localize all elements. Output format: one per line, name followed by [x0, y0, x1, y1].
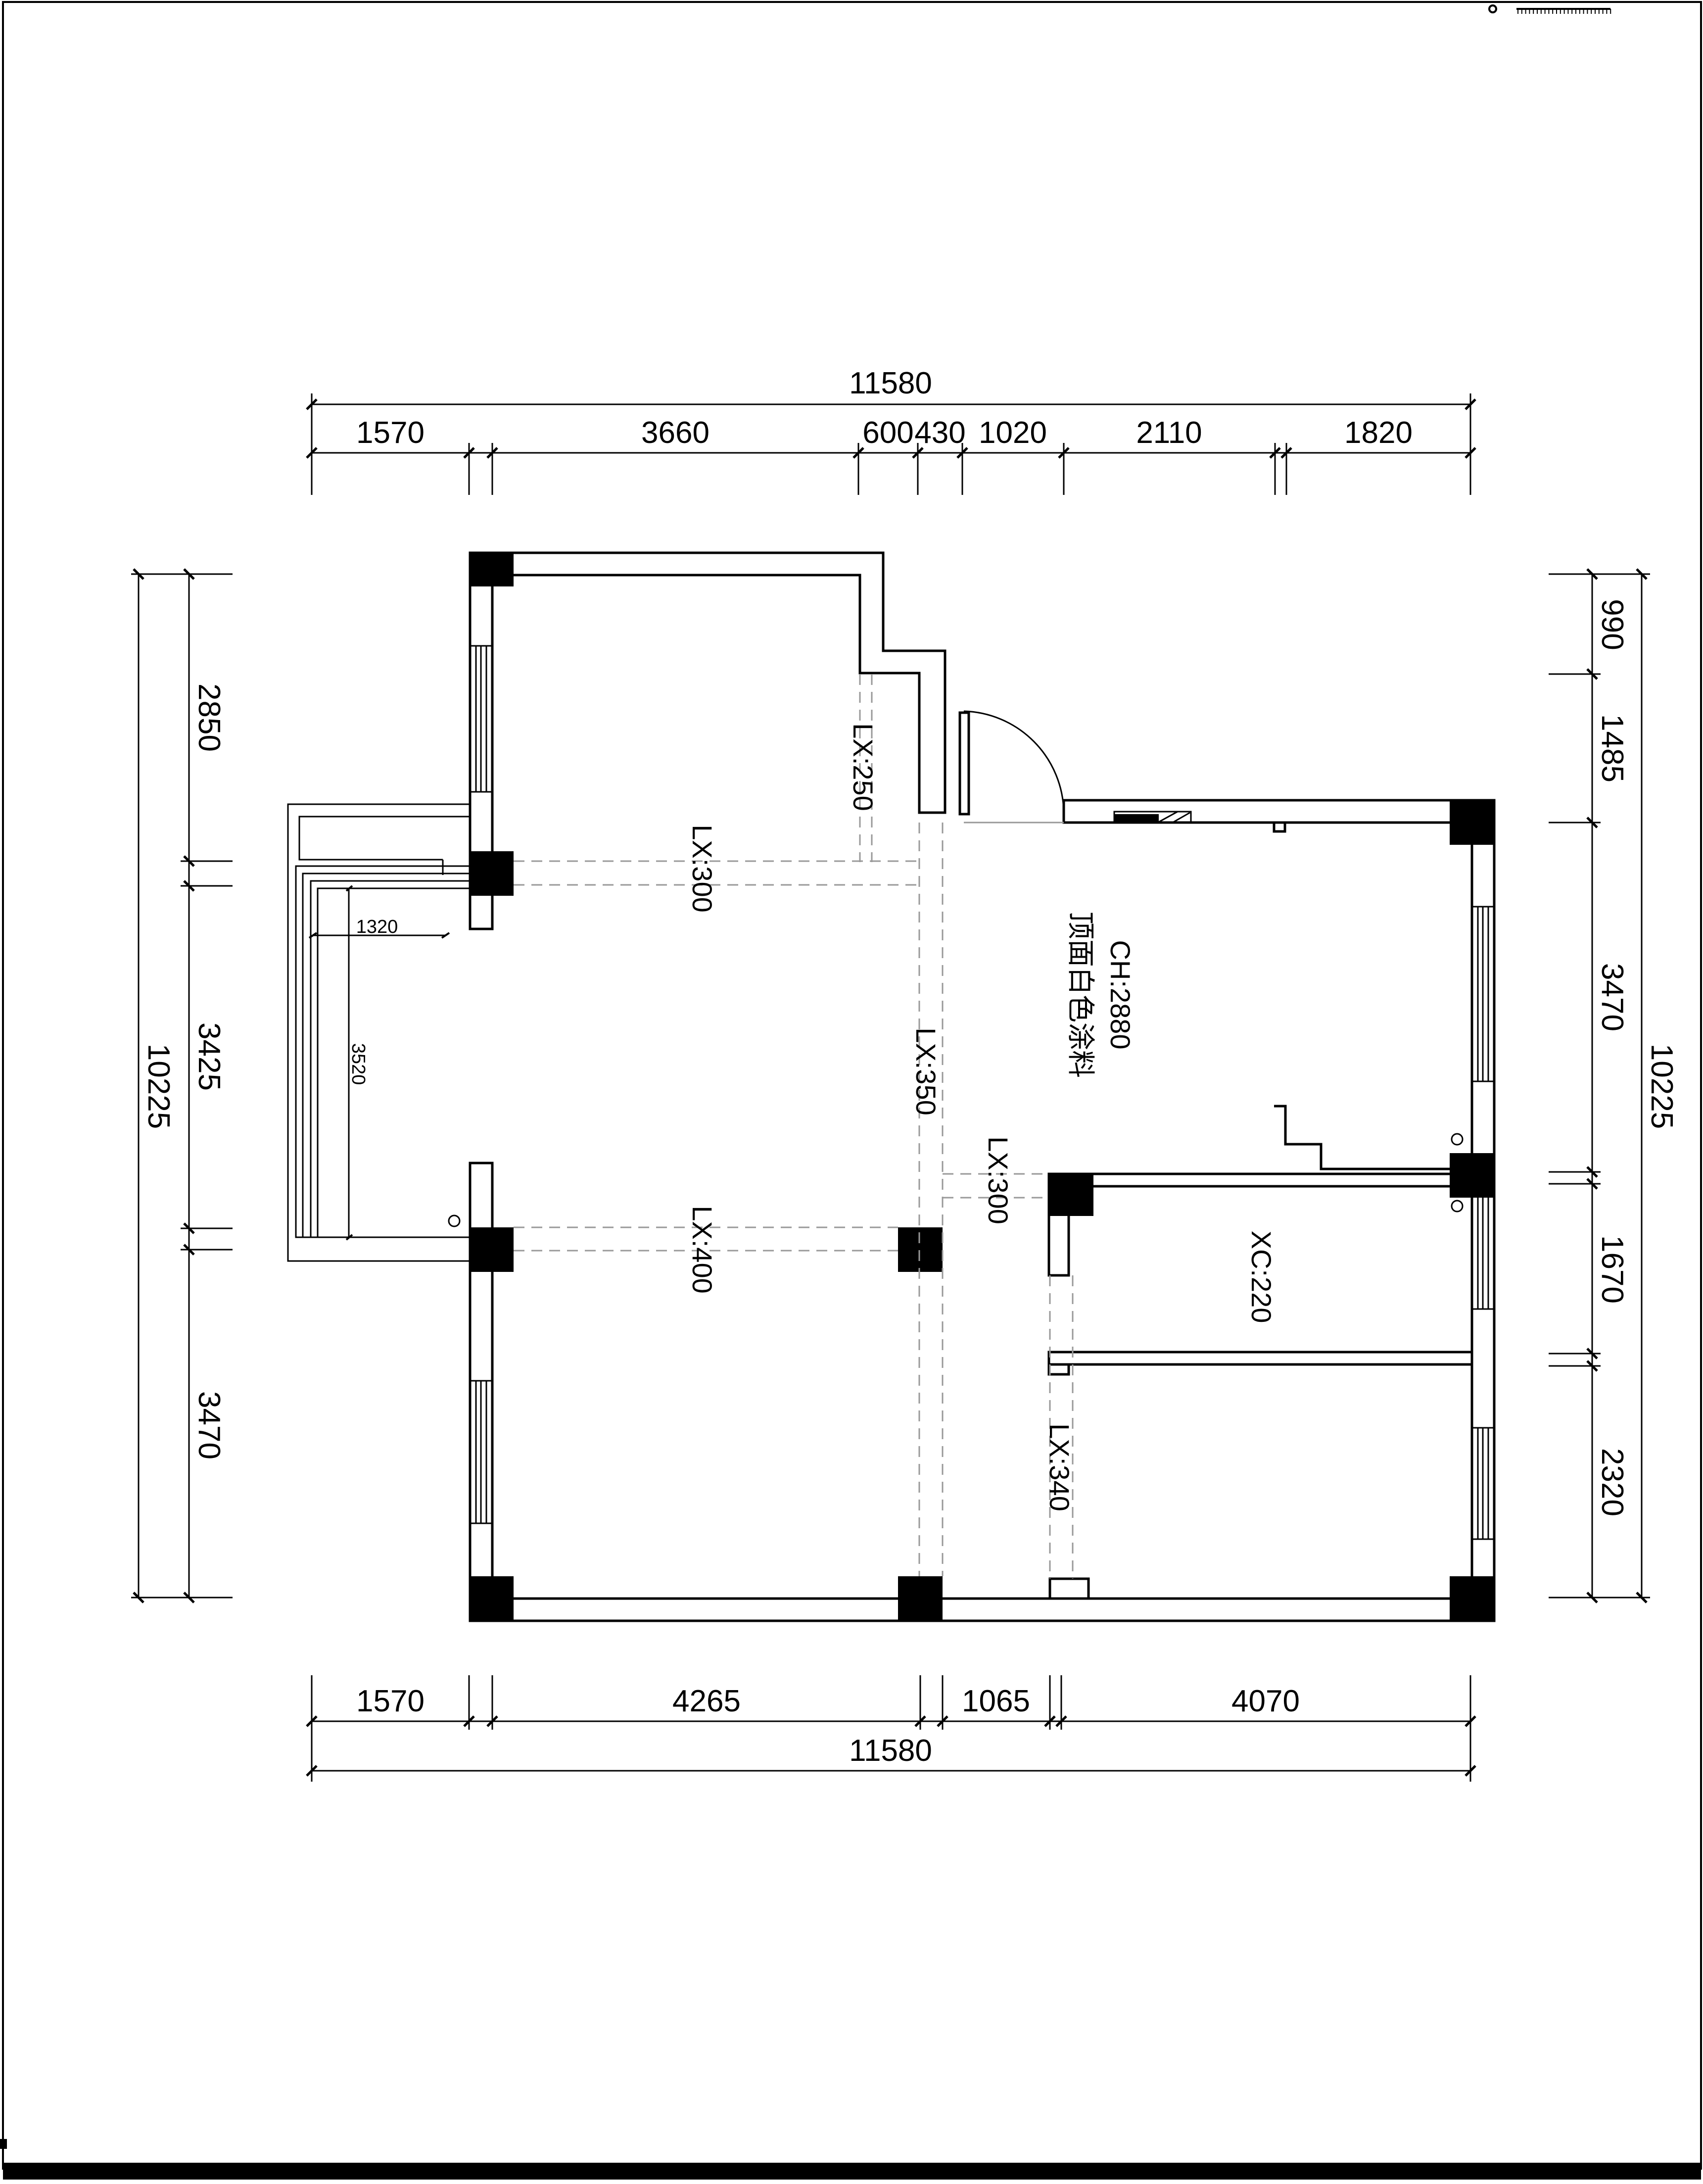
beam-label-250: LX:250 — [848, 723, 879, 811]
dim-top-7: 1820 — [1344, 416, 1413, 450]
beam-label-300-side: LX:300 — [983, 1136, 1014, 1224]
balcony-depth-dim: 3520 — [348, 1043, 369, 1085]
sheet-bottom-band — [3, 2163, 1701, 2180]
top-dimensions: 11580 1570 3660 600 430 1020 2110 1820 — [306, 366, 1476, 495]
door-swing — [963, 710, 1065, 824]
sheet-corner-mark — [0, 2139, 7, 2149]
dim-top-3: 600 — [862, 416, 913, 450]
dim-left-1: 2850 — [192, 683, 226, 752]
dim-top-5: 1020 — [979, 416, 1047, 450]
dim-left-3: 3470 — [192, 1391, 226, 1459]
beam-label-400: LX:400 — [687, 1206, 718, 1294]
dim-right-total: 10225 — [1645, 1044, 1679, 1129]
dim-left-2: 3425 — [192, 1022, 226, 1091]
service-points — [448, 1133, 1464, 1227]
dim-left-total: 10225 — [142, 1044, 176, 1129]
dim-right-2: 1485 — [1595, 714, 1629, 782]
dim-top-1: 1570 — [356, 416, 425, 450]
dim-top-6: 2110 — [1136, 416, 1202, 450]
ceiling-finish-note: 顶面白色涂料 — [1064, 912, 1096, 1078]
dim-bottom-1: 1570 — [356, 1684, 425, 1718]
dim-right-1: 990 — [1595, 599, 1629, 650]
left-dimensions: 10225 2850 3425 3470 — [131, 568, 233, 1603]
bottom-dimensions: 1570 4265 1065 4070 11580 — [306, 1675, 1476, 1782]
dim-right-3: 3470 — [1595, 963, 1629, 1031]
windows — [470, 645, 1494, 1540]
dim-right-5: 2320 — [1595, 1448, 1629, 1516]
dim-bottom-3: 1065 — [962, 1684, 1030, 1718]
balcony: 1320 3520 — [287, 803, 470, 1262]
right-dimensions: 990 1485 3470 1670 2320 10225 — [1549, 568, 1679, 1603]
beam-label-350: LX:350 — [910, 1027, 942, 1116]
dim-bottom-4: 4070 — [1231, 1684, 1300, 1718]
dim-right-4: 1670 — [1595, 1235, 1629, 1304]
scale-bar — [1488, 4, 1611, 14]
ceiling-height-label: CH:2880 — [1105, 940, 1136, 1049]
dim-bottom-2: 4265 — [672, 1684, 741, 1718]
dim-top-4: 430 — [914, 416, 965, 450]
xc-label: XC:220 — [1246, 1231, 1277, 1323]
dim-top-2: 3660 — [641, 416, 710, 450]
dim-top-total: 11580 — [849, 366, 932, 400]
beam-label-340: LX:340 — [1044, 1423, 1075, 1511]
beam-lines — [514, 674, 1074, 1579]
structural-columns — [469, 553, 1494, 1621]
dim-bottom-total: 11580 — [849, 1734, 932, 1768]
beam-label-300-main: LX:300 — [687, 825, 718, 913]
balcony-width-dim: 1320 — [356, 917, 398, 937]
